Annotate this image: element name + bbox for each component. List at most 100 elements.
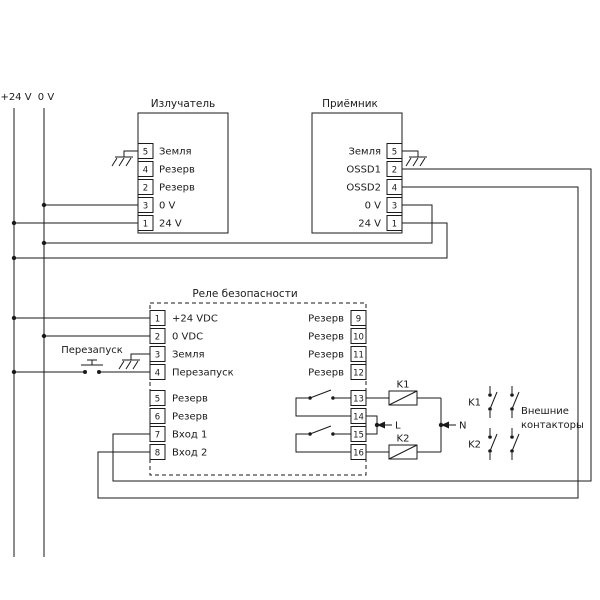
pin-square [386, 179, 403, 195]
junction-dot [41, 202, 47, 208]
pin-square [386, 197, 403, 213]
pin-square [137, 215, 154, 231]
pin-number: 13 [353, 395, 364, 405]
pin-label: Резерв [308, 314, 344, 325]
pin-square [149, 444, 166, 460]
contact-wires [295, 397, 351, 453]
pin-square [350, 346, 367, 362]
k1-coil-diagonal [388, 390, 418, 406]
pin-square [386, 161, 403, 177]
pushbutton-icon [81, 359, 103, 366]
external-contactors: K1 K2 Внешние контакторы [468, 386, 584, 460]
contact-dot [510, 449, 514, 453]
pin-number: 1 [155, 315, 160, 325]
contact-dot [510, 407, 514, 411]
pin-label: OSSD1 [346, 165, 381, 176]
safety-relay-title: Реле безопасности [192, 288, 297, 300]
contact-dot [331, 432, 335, 436]
pin-label: 0 V [159, 201, 176, 212]
pin-square [149, 390, 166, 406]
contact-dot [331, 396, 335, 400]
k1-coil-label: K1 [397, 380, 410, 391]
button-contact-dot [83, 370, 87, 374]
pin-square [137, 143, 154, 159]
pin-number: 6 [155, 413, 160, 423]
pin-number: 3 [392, 202, 397, 212]
pin-number: 14 [353, 413, 364, 423]
pin-label: 0 VDC [172, 332, 203, 343]
line-arrow-icon [377, 421, 385, 429]
contact-dot [308, 432, 312, 436]
line-label: L [395, 421, 401, 432]
pin-label: Резерв [172, 394, 208, 405]
pin-label: Земля [348, 147, 381, 158]
external-contact-icon [489, 428, 520, 460]
neutral-label: N [459, 421, 466, 432]
neutral-arrow-icon [441, 421, 449, 429]
junction-dot [11, 220, 17, 226]
pin-square [149, 426, 166, 442]
contact-dot [488, 449, 492, 453]
rail-24v-label: +24 V [0, 92, 31, 103]
pin-number: 1 [143, 220, 148, 230]
emitter: Излучатель 5 4 2 3 1 Земля Резерв Резерв… [137, 98, 215, 231]
pin-number: 3 [143, 202, 148, 212]
pin-label: Вход 2 [172, 448, 207, 459]
contactor-coils: K1 K2 L N [377, 380, 466, 460]
pin-number: 2 [155, 333, 160, 343]
pin-label: Резерв [159, 183, 195, 194]
junction-dot [41, 240, 47, 246]
pin-square [137, 179, 154, 195]
rail-lines [13, 108, 45, 557]
pin-label: 0 V [365, 201, 382, 212]
pin-number: 10 [353, 333, 364, 343]
power-rails: +24 V 0 V [0, 92, 54, 557]
pin-square [350, 310, 367, 326]
pin-square [350, 328, 367, 344]
contact-dot [488, 435, 492, 439]
contact-dot [308, 396, 312, 400]
pin-square [149, 364, 166, 380]
emitter-title: Излучатель [151, 98, 215, 110]
safety-relay: Реле безопасности 1 2 3 4 5 6 7 8 +24 VD… [149, 288, 367, 460]
pin-number: 15 [353, 431, 364, 441]
contact-dot [488, 407, 492, 411]
pin-number: 8 [155, 449, 160, 459]
external-contact-icon [489, 386, 520, 418]
pin-number: 4 [143, 166, 148, 176]
external-k1-label: K1 [468, 398, 481, 409]
pin-square [386, 215, 403, 231]
pin-number: 12 [353, 369, 364, 379]
ground-symbols [111, 150, 427, 370]
pin-number: 16 [353, 449, 364, 459]
pin-number: 3 [155, 351, 160, 361]
ossd-wires [97, 168, 592, 499]
junction-dot [11, 315, 17, 321]
button-contact-dot [97, 370, 101, 374]
pin-number: 5 [392, 148, 397, 158]
pin-label: 24 V [159, 219, 182, 230]
contact-dot [510, 393, 514, 397]
pin-number: 11 [353, 351, 364, 361]
ground-icon [402, 150, 427, 167]
pin-number: 4 [155, 369, 160, 379]
restart-button: Перезапуск [61, 345, 123, 374]
k2-coil-label: K2 [397, 434, 410, 445]
ground-icon [111, 150, 138, 167]
pin-label: Резерв [308, 350, 344, 361]
pin-number: 5 [155, 395, 160, 405]
junction-dots [11, 202, 444, 428]
contact-dot [488, 393, 492, 397]
power-wires [14, 204, 448, 337]
external-caption-line1: Внешние [521, 406, 569, 417]
pin-number: 5 [143, 148, 148, 158]
pin-label: Перезапуск [172, 368, 234, 379]
receiver: Приёмник 5 2 4 3 1 Земля OSSD1 OSSD2 0 V… [322, 98, 403, 231]
pin-label: Земля [159, 147, 192, 158]
restart-label: Перезапуск [61, 345, 123, 356]
pin-label: Земля [172, 350, 205, 361]
pin-number: 4 [392, 184, 397, 194]
ground-icon [118, 353, 150, 370]
wiring [14, 168, 592, 499]
